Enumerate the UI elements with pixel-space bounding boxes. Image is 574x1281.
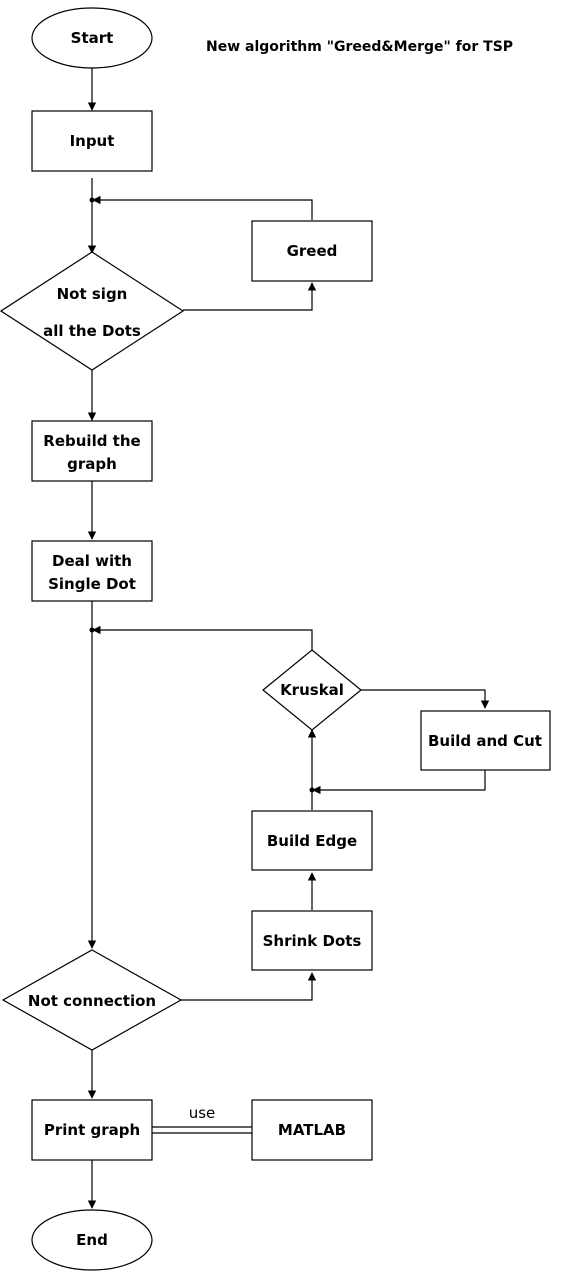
input-node: Input <box>31 110 153 172</box>
start-node: Start <box>31 7 153 69</box>
shrink-label: Shrink Dots <box>263 932 362 950</box>
greed-node: Greed <box>251 220 373 282</box>
not-connection-label: Not connection <box>28 992 156 1010</box>
rebuild-label-2: graph <box>67 455 117 473</box>
deal-node: Deal with Single Dot <box>31 540 153 602</box>
not-sign-label-1: Not sign <box>57 285 128 303</box>
input-label: Input <box>70 132 115 150</box>
build-edge-node: Build Edge <box>251 810 373 871</box>
not-connection-decision: Not connection <box>1 949 183 1051</box>
edge-greed-back <box>92 195 313 220</box>
edge-notsign-greed <box>183 282 317 311</box>
start-label: Start <box>71 29 114 47</box>
greed-label: Greed <box>287 242 338 260</box>
deal-label-2: Single Dot <box>48 575 136 593</box>
build-edge-label: Build Edge <box>267 832 357 850</box>
kruskal-label: Kruskal <box>280 681 344 699</box>
deal-label-1: Deal with <box>52 552 132 570</box>
edge-kruskal-buildcut <box>361 689 490 709</box>
print-node: Print graph <box>31 1099 153 1161</box>
diagram-title: New algorithm "Greed&Merge" for TSP <box>206 39 513 55</box>
end-node: End <box>31 1209 153 1271</box>
end-label: End <box>76 1231 108 1249</box>
edge-notconnection-shrink <box>181 972 317 1001</box>
build-cut-label: Build and Cut <box>428 732 542 750</box>
matlab-label: MATLAB <box>278 1121 346 1139</box>
shrink-node: Shrink Dots <box>251 910 373 971</box>
print-label: Print graph <box>44 1121 140 1139</box>
edge-kruskal-back <box>92 625 313 650</box>
build-cut-node: Build and Cut <box>420 710 551 771</box>
kruskal-decision: Kruskal <box>262 649 362 731</box>
rebuild-node: Rebuild the graph <box>31 420 153 482</box>
edges <box>87 68 490 1209</box>
edge-buildcut-back <box>312 770 486 795</box>
edge-label-use: use <box>189 1104 216 1122</box>
rebuild-label-1: Rebuild the <box>43 432 140 450</box>
not-sign-label-2: all the Dots <box>43 322 141 340</box>
not-sign-decision: Not sign all the Dots <box>0 251 185 371</box>
matlab-node: MATLAB <box>251 1099 373 1161</box>
